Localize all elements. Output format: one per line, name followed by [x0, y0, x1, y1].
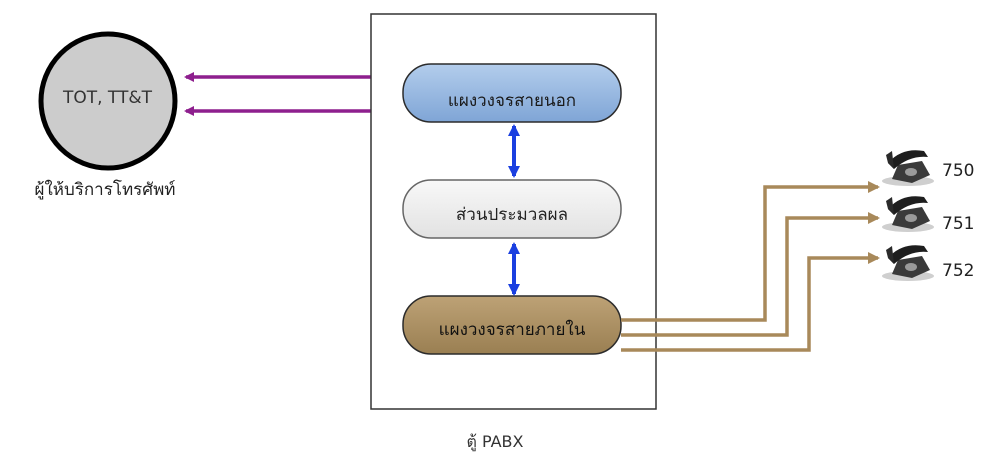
processor-label: ส่วนประมวลผล: [455, 205, 569, 225]
extension-label-752: 752: [942, 261, 975, 281]
pabx-caption: ตู้ PABX: [466, 432, 524, 451]
extension-line-752: [621, 252, 880, 352]
internal-circuit-label: แผงวงจรสายภายใน: [438, 320, 586, 340]
external-circuit-label: แผงวงจรสายนอก: [447, 91, 577, 111]
provider-caption: ผู้ให้บริการโทรศัพท์: [34, 180, 176, 200]
provider-circle: [38, 31, 178, 171]
internal-circuit-block: [402, 295, 622, 355]
extension-label-750: 750: [942, 161, 975, 181]
processor-block: [402, 179, 622, 239]
telephone-icon: [882, 196, 934, 232]
provider-name: TOT, TT&T: [62, 88, 153, 108]
extension-label-751: 751: [942, 214, 975, 234]
telephone-icon: [882, 150, 934, 186]
telephone-icon: [882, 245, 934, 281]
extension-line-750: [621, 181, 880, 322]
extension-line-751: [621, 212, 880, 337]
external-circuit-block: [402, 63, 622, 123]
